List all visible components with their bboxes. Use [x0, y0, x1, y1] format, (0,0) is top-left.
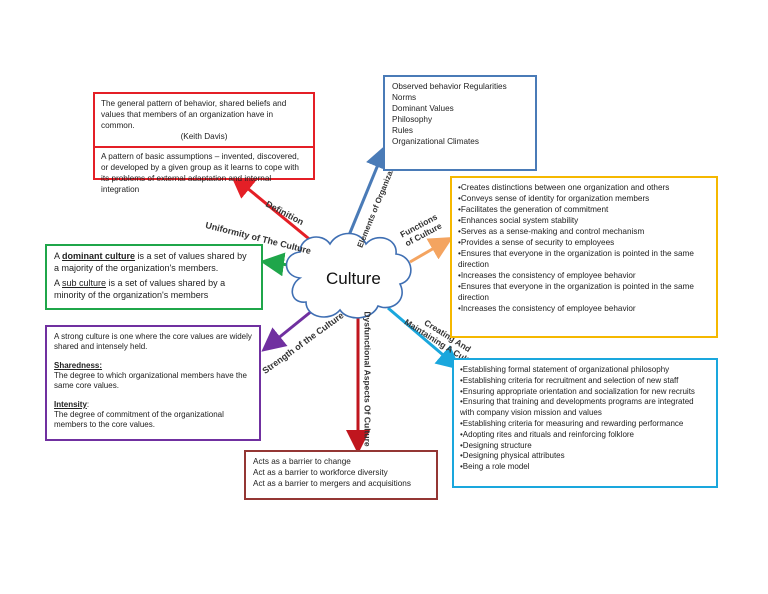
creating-list-item: •Ensuring that training and developments…: [460, 397, 694, 418]
intensity-colon: :: [86, 400, 90, 409]
connector-strength: [261, 304, 319, 352]
functions-list-item: •Conveys sense of identity for organizat…: [458, 194, 650, 203]
creating-list-item: •Designing structure: [460, 440, 532, 450]
sub-culture-text: A sub culture is a set of values shared …: [54, 278, 254, 301]
strength-box: A strong culture is one where the core v…: [45, 325, 261, 441]
functions-list-item: •Serves as a sense-making and control me…: [458, 227, 645, 236]
dominant-term: dominant culture: [62, 251, 136, 261]
functions-list-item: •Provides a sense of security to employe…: [458, 238, 615, 247]
sub-pre: A: [54, 278, 63, 288]
functions-box: •Creates distinctions between one organi…: [450, 176, 718, 338]
functions-list-item: •Enhances social system stability: [458, 216, 579, 225]
creating-list-item: •Establishing criteria for recruitment a…: [460, 375, 679, 385]
creating-list-item: •Being a role model: [460, 462, 530, 472]
dominant-post: is a set of values shared by a majority …: [54, 251, 247, 273]
sharedness-text: The degree to which organizational membe…: [54, 371, 247, 390]
branch-label-dysfunctional: Dysfunctional Aspects Of Culture: [362, 311, 373, 447]
elements-list-item: Observed behavior Regularities: [392, 82, 507, 91]
functions-list-item: •Creates distinctions between one organi…: [458, 183, 670, 192]
dysfunctional-list-item: Acts as a barrier to change: [253, 457, 351, 466]
functions-list-item: •Ensures that everyone in the organizati…: [458, 282, 694, 302]
elements-list-item: Rules: [392, 126, 413, 135]
dysfunctional-list-item: Act as a barrier to mergers and acquisit…: [253, 479, 411, 488]
center-label: Culture: [326, 269, 381, 288]
definition-author: (Keith Davis): [180, 132, 228, 141]
creating-list-item: •Ensuring appropriate orientation and so…: [460, 386, 695, 396]
sub-term: sub culture: [62, 278, 107, 288]
culture-cloud: [285, 232, 412, 319]
functions-list-item: •Ensures that everyone in the organizati…: [458, 249, 694, 269]
functions-list-item: •Increases the consistency of employee b…: [458, 304, 636, 313]
definition-quote-block: The general pattern of behavior, shared …: [95, 94, 313, 146]
connector-elements: [343, 144, 389, 246]
creating-list: •Establishing formal statement of organi…: [460, 365, 710, 473]
elements-list-item: Philosophy: [392, 115, 433, 124]
intensity-heading-line: Intensity:: [54, 400, 252, 410]
elements-list-item: Dominant Values: [392, 104, 454, 113]
definition-quote: The general pattern of behavior, shared …: [101, 99, 287, 130]
connector-creating: [387, 306, 461, 370]
definition-box: The general pattern of behavior, shared …: [93, 92, 315, 194]
creating-list-item: •Adopting rites and rituals and reinforc…: [460, 429, 635, 439]
creating-list-item: •Designing physical attributes: [460, 451, 565, 461]
connector-functions: [409, 236, 454, 264]
intensity-text: The degree of commitment of the organiza…: [54, 410, 224, 429]
elements-list-item: Organizational Climates: [392, 137, 479, 146]
functions-list-item: •Increases the consistency of employee b…: [458, 271, 636, 280]
uniformity-box: A dominant culture is a set of values sh…: [45, 244, 263, 310]
creating-list-item: •Establishing criteria for measuring and…: [460, 418, 684, 428]
sharedness-heading: Sharedness:: [54, 361, 103, 370]
dominant-culture-text: A dominant culture is a set of values sh…: [54, 251, 254, 274]
dysfunctional-list-item: Act as a barrier to workforce diversity: [253, 468, 388, 477]
creating-box: •Establishing formal statement of organi…: [452, 358, 718, 488]
definition-alt: A pattern of basic assumptions – invente…: [101, 152, 299, 194]
creating-list-item: •Establishing formal statement of organi…: [460, 365, 670, 374]
strength-intro: A strong culture is one where the core v…: [54, 332, 252, 351]
functions-list: •Creates distinctions between one organi…: [458, 182, 710, 314]
definition-alt-block: A pattern of basic assumptions – invente…: [95, 146, 313, 198]
sub-post: is a set of values shared by a minority …: [54, 278, 226, 300]
functions-list-item: •Facilitates the generation of commitmen…: [458, 205, 609, 214]
intensity-heading: Intensity: [54, 400, 87, 409]
dominant-pre: A: [54, 251, 63, 261]
elements-list-item: Norms: [392, 93, 417, 102]
